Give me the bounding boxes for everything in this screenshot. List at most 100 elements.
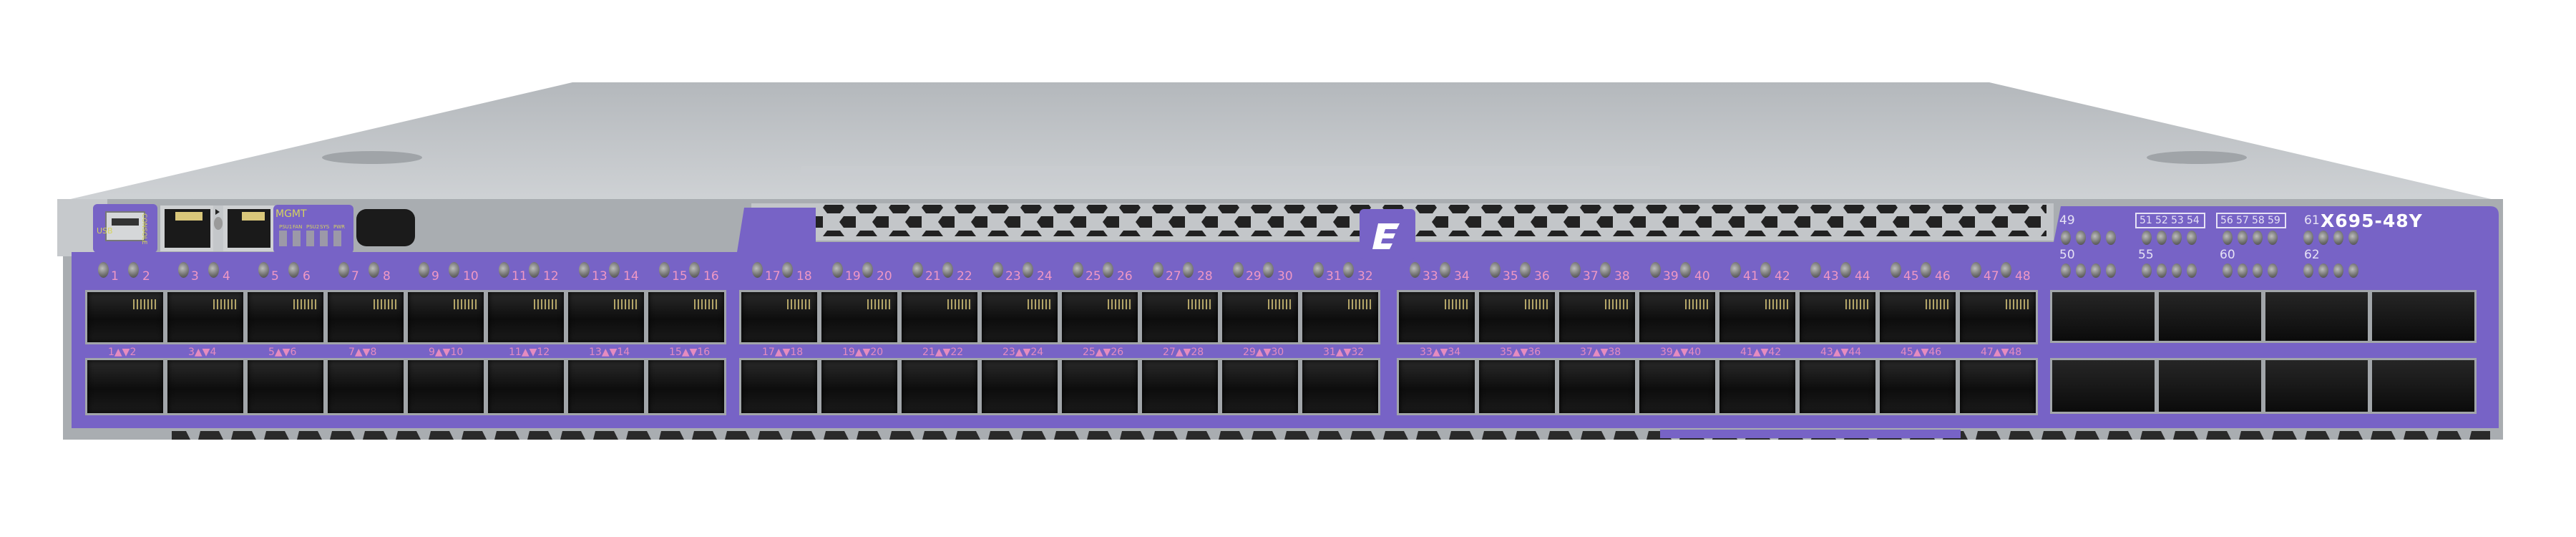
sfp-port[interactable] [980,358,1060,415]
sfp-port[interactable] [566,290,646,344]
sfp-port[interactable] [1300,358,1380,415]
port-led [529,262,540,278]
port-led [862,262,873,278]
qsfp-port[interactable] [2370,290,2477,343]
sfp-port[interactable] [1140,358,1220,415]
port-pair-label: 7▲▼8 [348,347,377,358]
sfp-port[interactable] [406,358,486,415]
sfp-port[interactable] [566,358,646,415]
sfp-port[interactable] [406,290,486,344]
sfp-port[interactable] [1637,290,1717,344]
port-number: 37 [1583,269,1599,284]
sfp-port[interactable] [739,358,819,415]
port-number: 12 [543,269,559,284]
port-number: 28 [1197,269,1213,284]
sfp-port[interactable] [1717,290,1797,344]
port-led [832,262,843,278]
sfp-port[interactable] [980,290,1060,344]
sfp-port[interactable] [1220,290,1300,344]
sfp-port[interactable] [819,358,899,415]
port-pair-label: 41▲▼42 [1740,347,1782,358]
uplink-led [2172,231,2182,245]
sfp-port[interactable] [819,290,899,344]
sfp-port[interactable] [1958,358,2038,415]
port-led [1410,262,1420,278]
status-led-label: PSU2 [306,224,320,230]
port-pair-label: 29▲▼30 [1243,347,1284,358]
sfp-port[interactable] [1060,290,1140,344]
status-led [279,231,287,246]
uplink-led [2318,231,2328,245]
port-pins [1188,299,1212,309]
sfp-port[interactable] [899,290,980,344]
sfp-port[interactable] [646,358,726,415]
sfp-port[interactable] [1220,358,1300,415]
sfp-port[interactable] [1140,290,1220,344]
sfp-port[interactable] [1797,290,1878,344]
port-led [1233,262,1244,278]
sfp-port[interactable] [1637,358,1717,415]
sfp-port[interactable] [739,290,819,344]
sfp-port[interactable] [1797,358,1878,415]
uplink-led [2076,263,2086,278]
qsfp-port[interactable] [2263,358,2370,414]
sfp-port[interactable] [1300,290,1380,344]
sfp-port[interactable] [326,358,406,415]
sfp-port[interactable] [1397,358,1477,415]
sfp-port[interactable] [486,290,566,344]
port-led [369,262,379,278]
port-led [288,262,299,278]
qsfp-port[interactable] [2263,290,2370,343]
uplink-led [2253,263,2263,278]
sfp-port[interactable] [1958,290,2038,344]
port-pair-label: 35▲▼36 [1500,347,1541,358]
port-number: 3 [191,269,199,284]
qsfp-port[interactable] [2157,358,2263,414]
sfp-port[interactable] [1878,290,1958,344]
sfp-port[interactable] [1878,358,1958,415]
play-triangle-icon [215,209,220,215]
port-pair-label: 37▲▼38 [1580,347,1621,358]
qsfp-port[interactable] [2050,290,2157,343]
sfp-port[interactable] [1477,290,1557,344]
port-number: 45 [1903,269,1919,284]
port-led [338,262,349,278]
sfp-port[interactable] [486,358,566,415]
sfp-port[interactable] [245,290,326,344]
port-number: 40 [1694,269,1710,284]
port-led [1313,262,1324,278]
brand-logo [1372,223,1400,249]
port-led [128,262,139,278]
sfp-port[interactable] [85,290,165,344]
sfp-port[interactable] [245,358,326,415]
sfp-port[interactable] [1397,290,1477,344]
sfp-port[interactable] [1717,358,1797,415]
sfp-port[interactable] [1557,290,1637,344]
port-number: 10 [463,269,479,284]
port-led [1921,262,1931,278]
uplink-led [2303,231,2313,245]
port-number: 11 [512,269,527,284]
port-led [419,262,429,278]
sfp-port[interactable] [1060,358,1140,415]
sfp-port[interactable] [1477,358,1557,415]
sfp-port[interactable] [165,290,245,344]
sfp-port[interactable] [646,290,726,344]
qsfp-port[interactable] [2050,358,2157,414]
qsfp-port[interactable] [2157,290,2263,343]
uplink-led [2223,263,2233,278]
sfp-port[interactable] [326,290,406,344]
sfp-port[interactable] [165,358,245,415]
sfp-port[interactable] [1557,358,1637,415]
port-led [1183,262,1194,278]
qsfp-port[interactable] [2370,358,2477,414]
sfp-port[interactable] [899,358,980,415]
sfp-port[interactable] [85,358,165,415]
uplink-label: 59 [2268,215,2280,226]
port-led [689,262,700,278]
uplink-led [2223,231,2233,245]
port-led [752,262,763,278]
port-number: 41 [1743,269,1759,284]
port-number: 7 [351,269,359,284]
uplink-group-box [2135,213,2205,228]
